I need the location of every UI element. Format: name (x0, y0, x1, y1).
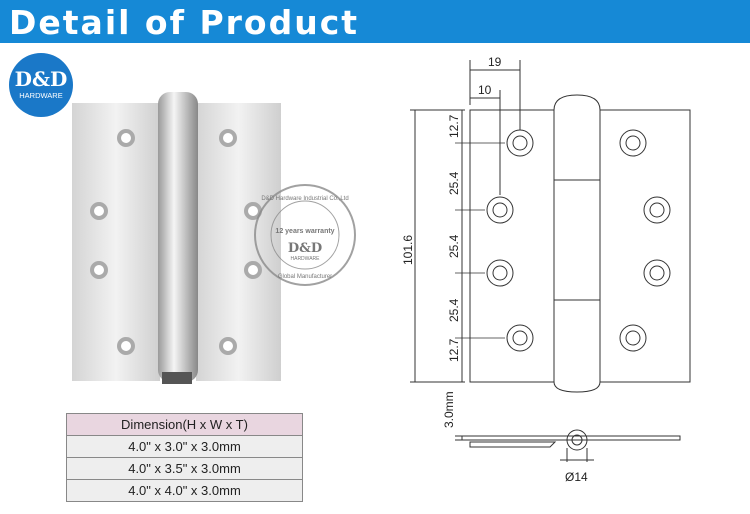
dim-25-4-b: 25.4 (447, 234, 461, 258)
stamp-brand: D&D (288, 241, 322, 256)
dim-12-7-bottom: 12.7 (447, 338, 461, 362)
hinge-photo (72, 92, 281, 384)
dim-25-4-c: 25.4 (447, 298, 461, 322)
dim-10: 10 (478, 83, 492, 97)
page-title: Detail of Product (9, 3, 360, 42)
warranty-stamp (254, 184, 356, 286)
table-row: 4.0" x 3.0" x 3.0mm (66, 435, 303, 458)
header-bar: Detail of Product (0, 0, 750, 43)
table-row: 4.0" x 4.0" x 3.0mm (66, 479, 303, 502)
stamp-company: D&D Hardware Industrial Co.,Ltd (261, 196, 348, 202)
stamp-footer: Global Manufacturer (278, 274, 332, 280)
dim-height: 101.6 (401, 235, 415, 265)
technical-drawing (410, 60, 691, 462)
table-header: Dimension(H x W x T) (66, 413, 303, 436)
logo-brand: D&D (14, 67, 68, 91)
dim-25-4-a: 25.4 (447, 171, 461, 195)
logo-sub: HARDWARE (19, 91, 63, 100)
stamp-sub: HARDWARE (291, 256, 321, 262)
brand-logo: D&D HARDWARE (9, 53, 73, 117)
dim-thickness: 3.0mm (442, 391, 456, 428)
dimension-table: Dimension(H x W x T) 4.0" x 3.0" x 3.0mm… (66, 413, 303, 502)
dim-12-7-top: 12.7 (447, 114, 461, 138)
table-row: 4.0" x 3.5" x 3.0mm (66, 457, 303, 480)
dim-19: 19 (488, 55, 502, 69)
dim-pin-diameter: Ø14 (565, 470, 588, 484)
stamp-warranty: 12 years warranty (275, 228, 334, 235)
